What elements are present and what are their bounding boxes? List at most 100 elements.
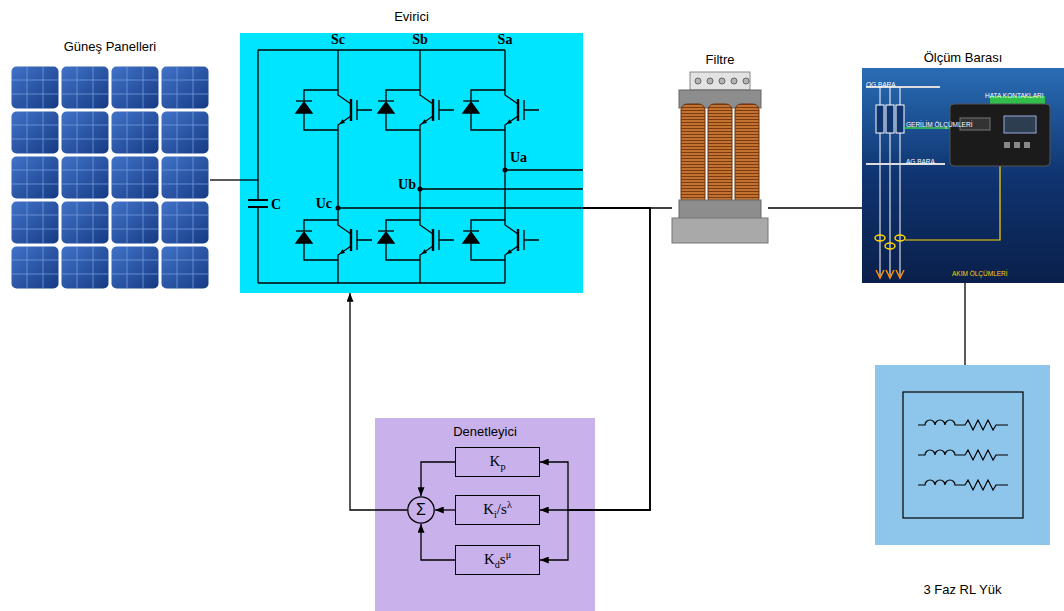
inverter-circuit <box>257 50 258 283</box>
filter-picture <box>681 104 705 204</box>
inverter-circuit <box>378 215 454 265</box>
wire-connector <box>421 524 455 560</box>
text-part: K <box>483 501 494 517</box>
measurement-bus-picture <box>1024 142 1030 148</box>
text-slot: Ölçüm Barası <box>862 48 1064 66</box>
measurement-bus-picture <box>950 104 1050 166</box>
node-text: Filtre <box>706 53 735 68</box>
inverter-circuit <box>296 85 372 135</box>
text-slot: Ki/sλ <box>456 499 539 520</box>
text-slot: Güneş Panelleri <box>10 37 210 55</box>
rl-load-picture <box>918 480 1008 490</box>
node-text: Denetleyici <box>453 425 517 440</box>
inverter-circuit <box>248 200 268 207</box>
photo-text: AG BARA <box>906 158 935 165</box>
rl-load: 3 Faz RL Yük <box>875 365 1050 545</box>
text-slot: Σ <box>407 501 435 519</box>
text-slot: Evirici <box>240 7 583 25</box>
measurement-bus-picture <box>896 105 904 133</box>
measurement-bus-picture <box>862 68 1064 283</box>
text-part: K <box>484 551 495 567</box>
label-slot: Sa <box>485 30 525 48</box>
integral-box: Ki/sλ <box>455 495 540 525</box>
phase-name: Uc <box>316 196 332 212</box>
measurement-bus-picture <box>1014 142 1020 148</box>
node-text: Ölçüm Barası <box>924 51 1003 66</box>
label-slot: OG BARA <box>866 73 916 91</box>
wire-connector <box>540 208 650 510</box>
label-slot: Uc <box>302 194 332 212</box>
inverter-circuit <box>419 50 420 283</box>
measurement-bus-picture <box>886 105 894 133</box>
measurement-bus-picture <box>1004 142 1010 148</box>
switch-name: Sc <box>331 32 345 48</box>
text-part: K <box>490 453 501 469</box>
filter-picture <box>695 78 701 84</box>
inverter-circuit <box>336 206 341 211</box>
filter-picture <box>719 78 725 84</box>
text-part: s <box>500 551 506 567</box>
controller-panel <box>375 418 595 611</box>
text-slot: Filtre <box>672 50 768 68</box>
measurement-bus-picture <box>876 105 884 133</box>
measurement-bus-picture <box>876 270 904 278</box>
wire-connector <box>210 179 240 180</box>
text-part: p <box>500 461 505 472</box>
inverter-circuit <box>503 168 508 173</box>
inverter-circuit <box>240 50 583 283</box>
rl-load-picture <box>875 365 1050 545</box>
inverter-block: Evirici <box>240 33 583 293</box>
text-part: /s <box>497 501 507 517</box>
photo-text: HATA KONTAKLARI <box>985 92 1044 99</box>
inverter-circuit <box>463 215 539 265</box>
node-text: Evirici <box>394 10 429 25</box>
measurement-bus-picture <box>862 68 1064 283</box>
label-slot: C <box>271 195 287 213</box>
inverter-circuit <box>378 85 454 135</box>
wire-connector <box>435 509 455 510</box>
measurement-bus: Ölçüm Barası <box>862 68 1064 283</box>
node-text: Kdsμ <box>484 549 511 570</box>
filter-picture <box>708 104 732 204</box>
inverter-circuit <box>418 187 423 192</box>
filter-picture <box>707 78 713 84</box>
measurement-bus-picture <box>895 235 905 241</box>
photo-text: AKIM ÖLÇÜMLERİ <box>952 270 1008 277</box>
filter-picture <box>690 72 750 90</box>
controller-panel <box>375 418 595 611</box>
rl-load-picture <box>918 420 1008 490</box>
solar-panel: Güneş Panelleri <box>10 65 210 290</box>
derivative-box: Kdsμ <box>455 545 540 575</box>
inverter-circuit <box>463 85 539 135</box>
switch-name: Sa <box>498 32 513 48</box>
text-slot: Denetleyici <box>375 422 595 440</box>
label-slot: AKIM ÖLÇÜMLERİ <box>952 262 1032 280</box>
label-slot: HATA KONTAKLARI <box>985 84 1061 102</box>
filter-picture <box>672 72 768 243</box>
inverter-circuit <box>337 50 338 283</box>
rl-load-picture <box>918 420 1008 430</box>
gain-box: Kp <box>455 447 540 477</box>
inverter-circuit <box>296 215 372 265</box>
phase-name: Ua <box>510 150 527 166</box>
label-slot: Sc <box>318 30 358 48</box>
photo-text: OG BARA <box>866 81 896 88</box>
measurement-bus-picture <box>905 166 1000 240</box>
capacitor-name: C <box>271 197 281 213</box>
measurement-bus-picture <box>1004 116 1036 133</box>
node-text: Ki/sλ <box>483 499 512 520</box>
circle-outline <box>408 497 434 523</box>
wire-connector <box>421 462 455 496</box>
sum-junction: Σ <box>407 496 435 524</box>
label-slot: Ub <box>386 175 416 193</box>
label-slot: Ua <box>510 148 540 166</box>
text-part: μ <box>506 549 511 560</box>
wire-connector <box>768 207 862 208</box>
text-part: i <box>494 509 497 520</box>
text-slot: 3 Faz RL Yük <box>875 580 1050 598</box>
wire-connector <box>540 208 650 510</box>
